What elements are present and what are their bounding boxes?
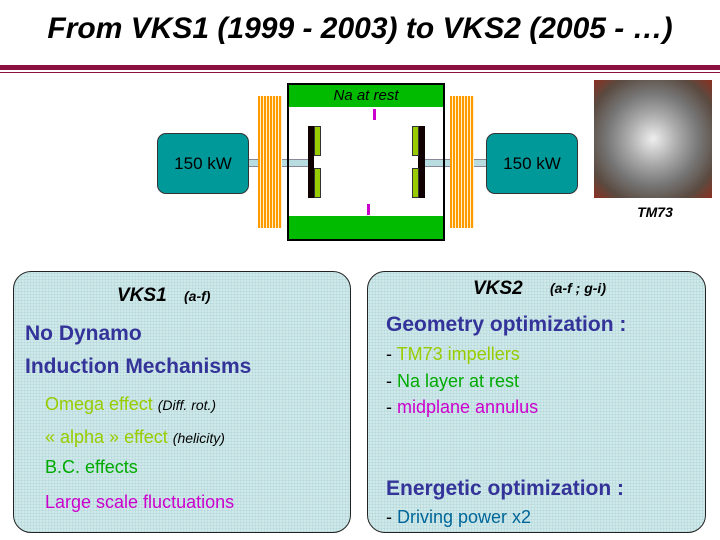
- vks2-heading: VKS2: [473, 278, 523, 299]
- impeller-left-blade: [314, 126, 321, 156]
- title-divider: [0, 65, 720, 70]
- photo-caption: TM73: [637, 204, 673, 220]
- vks1-panel: VKS1 (a-f) No Dynamo Induction Mechanism…: [13, 271, 351, 533]
- tm73-impeller-photo: [594, 80, 712, 198]
- inner-shaft-right: [423, 159, 443, 167]
- midplane-annulus-bottom: [367, 204, 370, 215]
- dash: -: [386, 371, 397, 391]
- item-text: Driving power x2: [397, 507, 532, 527]
- vks1-refs: (a-f): [184, 288, 211, 304]
- vks1-heading: VKS1: [117, 285, 167, 306]
- impeller-right-blade: [412, 168, 419, 198]
- item-text: Omega effect: [45, 394, 153, 414]
- motor-right: 150 kW: [486, 133, 578, 194]
- large-scale-fluctuations: Large scale fluctuations: [45, 492, 235, 512]
- vks2-refs: (a-f ; g-i): [550, 280, 606, 296]
- impeller-left-blade: [314, 168, 321, 198]
- vessel: Na at rest: [287, 83, 445, 241]
- dash: -: [386, 507, 397, 527]
- item-note: (Diff. rot.): [157, 397, 217, 413]
- title-divider-thin: [0, 72, 720, 73]
- alpha-effect: « alpha » effect (helicity): [45, 427, 225, 448]
- item-note: (helicity): [172, 430, 225, 446]
- bottom-layer: [289, 216, 443, 239]
- vks2-panel: VKS2 (a-f ; g-i) Geometry optimization :…: [367, 271, 706, 533]
- item-text: midplane annulus: [397, 397, 539, 417]
- geometry-optimization: Geometry optimization :: [386, 313, 627, 336]
- no-dynamo: No Dynamo: [25, 322, 142, 345]
- coil-right: [450, 96, 474, 228]
- geo-item: - Na layer at rest: [386, 371, 519, 392]
- motor-left: 150 kW: [157, 133, 249, 194]
- dash: -: [386, 397, 397, 417]
- impeller-right-disk: [418, 126, 425, 198]
- omega-effect: Omega effect (Diff. rot.): [45, 394, 216, 415]
- item-text: Na layer at rest: [397, 371, 520, 391]
- geo-item: - midplane annulus: [386, 397, 538, 418]
- item-text: « alpha » effect: [45, 427, 168, 447]
- energy-item: - Driving power x2: [386, 507, 531, 528]
- inner-shaft-left: [289, 159, 309, 167]
- induction-mechanisms: Induction Mechanisms: [25, 355, 252, 378]
- energetic-optimization: Energetic optimization :: [386, 477, 625, 500]
- impeller-left-disk: [308, 126, 314, 198]
- midplane-annulus-top: [373, 109, 376, 120]
- geo-item: - TM73 impellers: [386, 344, 520, 365]
- bc-effects: B.C. effects: [45, 457, 138, 477]
- dash: -: [386, 344, 397, 364]
- slide-title: From VKS1 (1999 - 2003) to VKS2 (2005 - …: [47, 12, 673, 45]
- item-text: TM73 impellers: [396, 344, 520, 364]
- impeller-right-blade: [412, 126, 419, 156]
- coil-left: [258, 96, 282, 228]
- na-at-rest-layer: Na at rest: [289, 85, 443, 107]
